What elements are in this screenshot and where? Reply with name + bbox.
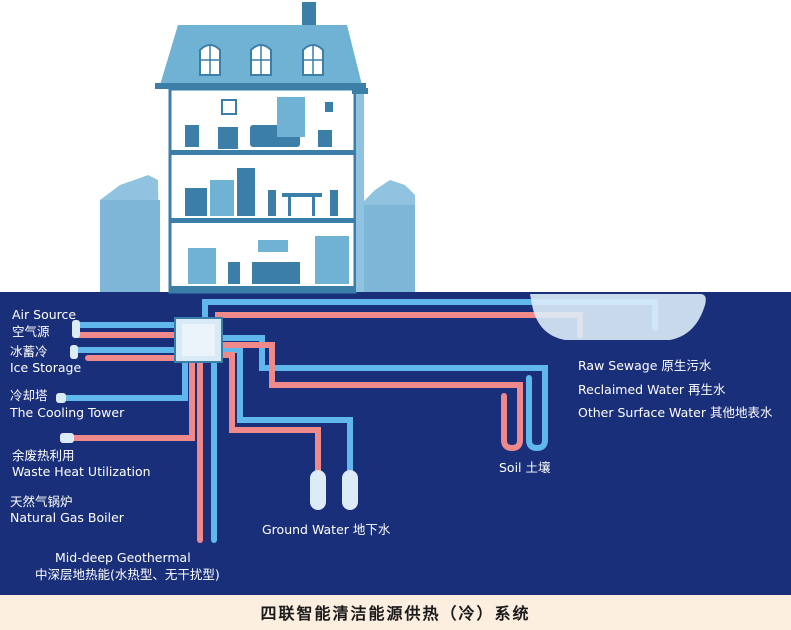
diagram-caption: 四联智能清洁能源供热（冷）系统 xyxy=(260,604,531,623)
reclaimed-water-label: Reclaimed Water 再生水 xyxy=(578,382,726,397)
other-surface-water-label: Other Surface Water 其他地表水 xyxy=(578,405,773,420)
air-source-label-en: Air Source xyxy=(12,307,77,322)
ice-storage-label-cn: 冰蓄冷 xyxy=(10,344,48,359)
house xyxy=(155,2,368,294)
cooling-tower-label-en: The Cooling Tower xyxy=(10,405,125,420)
caption-bar xyxy=(0,595,791,630)
cold-pipes xyxy=(59,299,658,543)
ice-storage-label-en: Ice Storage xyxy=(10,360,82,375)
sewage-basin xyxy=(530,294,706,340)
cooling-tower-label-cn: 冷却塔 xyxy=(10,388,48,403)
waste-heat-label-en: Waste Heat Utilization xyxy=(12,464,151,479)
ground-water-wells xyxy=(310,470,358,510)
gas-boiler-label-cn: 天然气锅炉 xyxy=(10,494,73,509)
air-source-label-cn: 空气源 xyxy=(12,324,50,339)
background-buildings xyxy=(100,175,415,292)
underground-area xyxy=(0,292,791,595)
raw-sewage-label: Raw Sewage 原生污水 xyxy=(578,358,712,373)
ground-water-label: Ground Water 地下水 xyxy=(262,522,391,537)
gas-boiler-label-en: Natural Gas Boiler xyxy=(10,510,124,525)
source-caps xyxy=(56,320,80,443)
geothermal-label-en: Mid-deep Geothermal xyxy=(55,550,191,565)
waste-heat-label-cn: 余废热利用 xyxy=(12,448,75,463)
geothermal-label-cn: 中深层地热能(水热型、无干扰型) xyxy=(35,567,220,582)
soil-label: Soil 土壤 xyxy=(499,460,551,475)
